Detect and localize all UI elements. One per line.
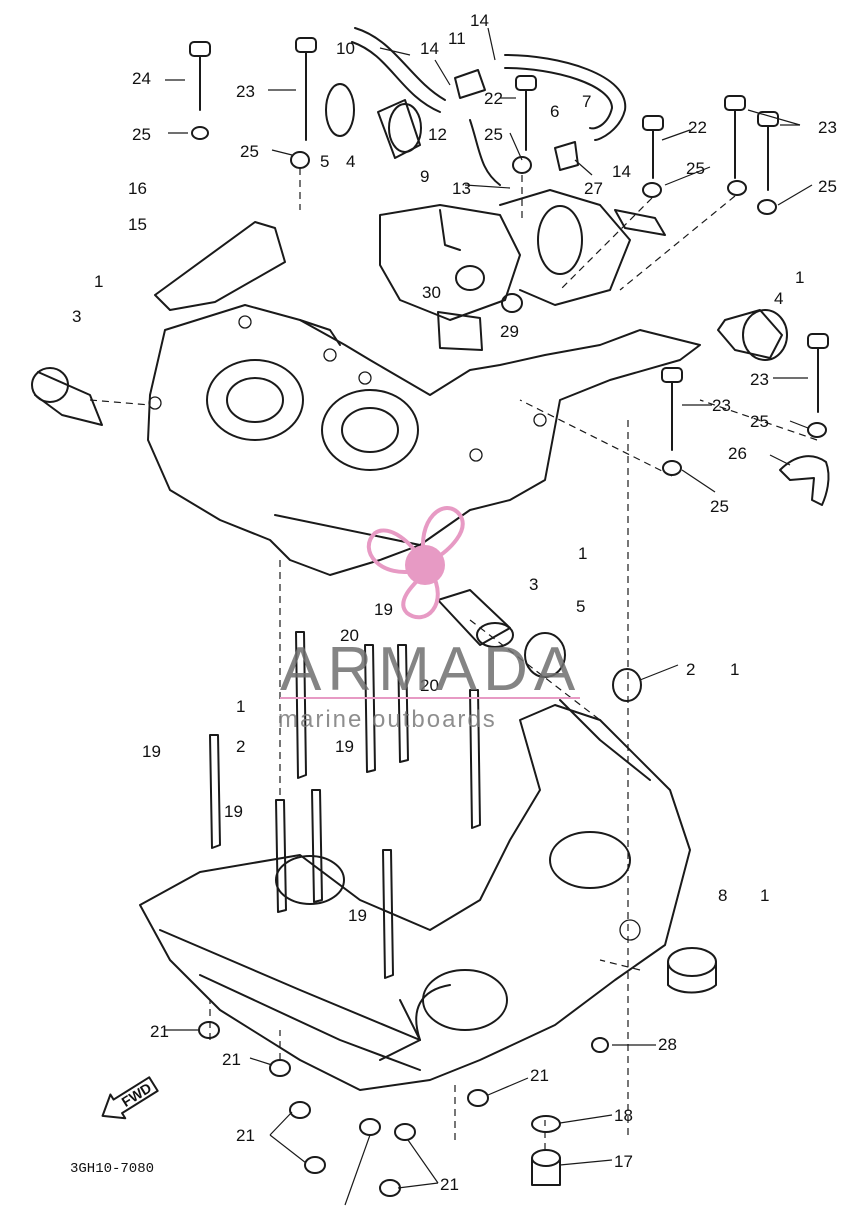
assembly-lines: [89, 168, 818, 1150]
fitting-parts: [437, 69, 666, 351]
armada-logo: ARMADA marine outboards: [278, 506, 581, 733]
callout-4: 4: [774, 289, 783, 308]
callout-25: 25: [818, 177, 837, 196]
clip-part: [779, 455, 830, 506]
strainer-part: [154, 221, 286, 311]
callout-17: 17: [614, 1152, 633, 1171]
callout-9: 9: [420, 167, 429, 186]
callout-19: 19: [224, 802, 243, 821]
forward-direction-arrow: FWD: [101, 1076, 159, 1120]
cap-part: [667, 947, 717, 994]
callout-20: 20: [340, 626, 359, 645]
top-bolts: [189, 37, 829, 476]
callout-23: 23: [818, 118, 837, 137]
callout-1: 1: [578, 544, 587, 563]
propeller-icon: [366, 506, 465, 620]
callout-2: 2: [686, 660, 695, 679]
callout-14: 14: [470, 11, 489, 30]
callout-1: 1: [236, 697, 245, 716]
callout-1: 1: [730, 660, 739, 679]
callout-18: 18: [614, 1106, 633, 1125]
callout-25: 25: [750, 412, 769, 431]
callout-23: 23: [712, 396, 731, 415]
callout-2: 2: [236, 737, 245, 756]
callout-26: 26: [728, 444, 747, 463]
callout-11: 11: [448, 29, 466, 48]
callout-21: 21: [222, 1050, 241, 1069]
watermark-brand: ARMADA: [280, 635, 581, 704]
watermark-tagline: marine outboards: [278, 706, 497, 733]
callout-5: 5: [320, 152, 329, 171]
callout-20: 20: [420, 676, 439, 695]
callout-19: 19: [142, 742, 161, 761]
stud-bolts: [209, 631, 481, 979]
bearing-parts-middle: [437, 589, 642, 702]
callout-labels: 14 10 14 11 24 23 22 7 6 12 25 25 25 5 4…: [72, 11, 837, 1194]
callout-22: 22: [484, 89, 503, 108]
callout-25: 25: [710, 497, 729, 516]
callout-19: 19: [348, 906, 367, 925]
callout-3: 3: [529, 575, 538, 594]
callout-28: 28: [658, 1035, 677, 1054]
seal-parts-top: [325, 83, 422, 159]
callout-14: 14: [612, 162, 631, 181]
callout-15: 15: [128, 215, 147, 234]
callout-25: 25: [240, 142, 259, 161]
callout-3: 3: [72, 307, 81, 326]
callout-21: 21: [440, 1175, 459, 1194]
callout-4: 4: [346, 152, 355, 171]
callout-21: 21: [236, 1126, 255, 1145]
leader-lines: [165, 27, 813, 1206]
callout-23: 23: [236, 82, 255, 101]
callout-23: 23: [750, 370, 769, 389]
hose-parts: [351, 27, 627, 186]
callout-25: 25: [686, 159, 705, 178]
callout-10: 10: [336, 39, 355, 58]
callout-29: 29: [500, 322, 519, 341]
callout-1: 1: [94, 272, 103, 291]
callout-21: 21: [150, 1022, 169, 1041]
callout-25: 25: [132, 125, 151, 144]
plug-part-left: [31, 367, 103, 426]
callout-25: 25: [484, 125, 503, 144]
drawing-code: 3GH10-7080: [70, 1161, 154, 1177]
callout-19: 19: [335, 737, 354, 756]
plug-part-right: [717, 309, 788, 361]
callout-27: 27: [584, 179, 603, 198]
callout-21: 21: [530, 1066, 549, 1085]
callout-14: 14: [420, 39, 439, 58]
callout-22: 22: [688, 118, 707, 137]
callout-8: 8: [718, 886, 727, 905]
callout-1: 1: [795, 268, 804, 287]
callout-24: 24: [132, 69, 151, 88]
upper-crankcase: [147, 189, 701, 576]
callout-12: 12: [428, 125, 447, 144]
callout-16: 16: [128, 179, 147, 198]
callout-13: 13: [452, 179, 471, 198]
bolt-heads-21: [198, 1021, 609, 1197]
callout-19: 19: [374, 600, 393, 619]
lower-crankcase: [139, 699, 691, 1091]
callout-1: 1: [760, 886, 769, 905]
callout-7: 7: [582, 92, 591, 111]
callout-5: 5: [576, 597, 585, 616]
drain-plug-part: [531, 1115, 561, 1186]
callout-30: 30: [422, 283, 441, 302]
callout-6: 6: [550, 102, 559, 121]
fwd-label: FWD: [119, 1079, 155, 1109]
